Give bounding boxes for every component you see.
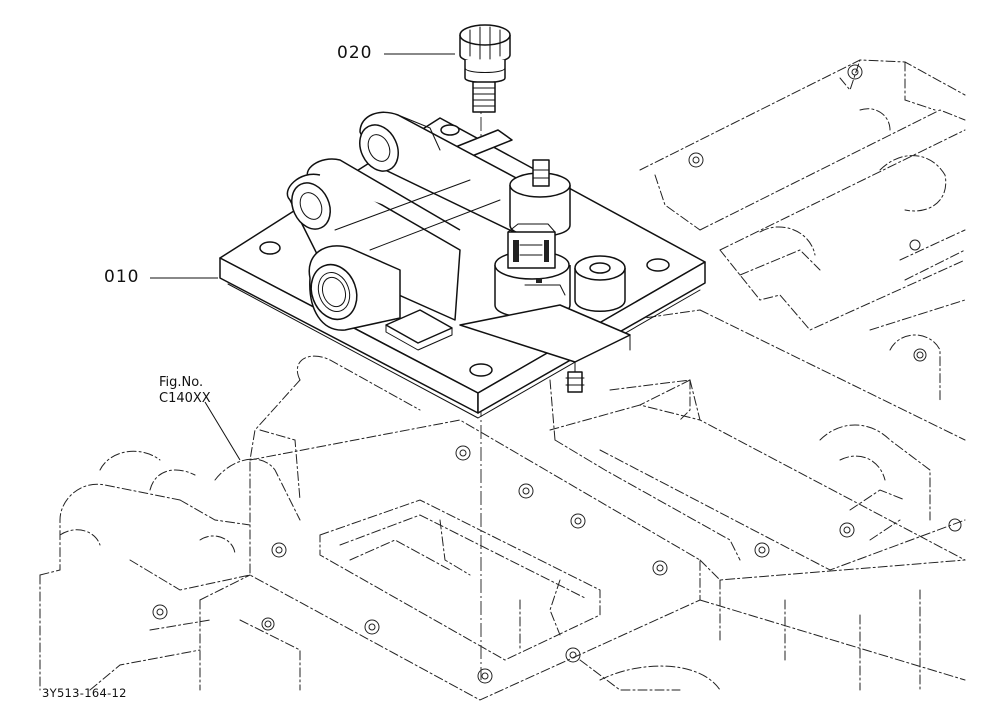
callout-010: 010 bbox=[104, 267, 140, 287]
callout-020: 020 bbox=[337, 43, 373, 63]
plug-part bbox=[459, 24, 511, 113]
leader-line-fig-ref bbox=[204, 401, 241, 461]
figure-reference: Fig.No. C140XX bbox=[159, 375, 211, 407]
drawing-code: 3Y513-164-12 bbox=[42, 686, 127, 700]
valve-plate-assembly bbox=[219, 111, 706, 419]
figure-reference-line1: Fig.No. bbox=[159, 375, 204, 390]
figure-reference-line2: C140XX bbox=[159, 391, 211, 406]
transmission-housing bbox=[39, 59, 966, 701]
